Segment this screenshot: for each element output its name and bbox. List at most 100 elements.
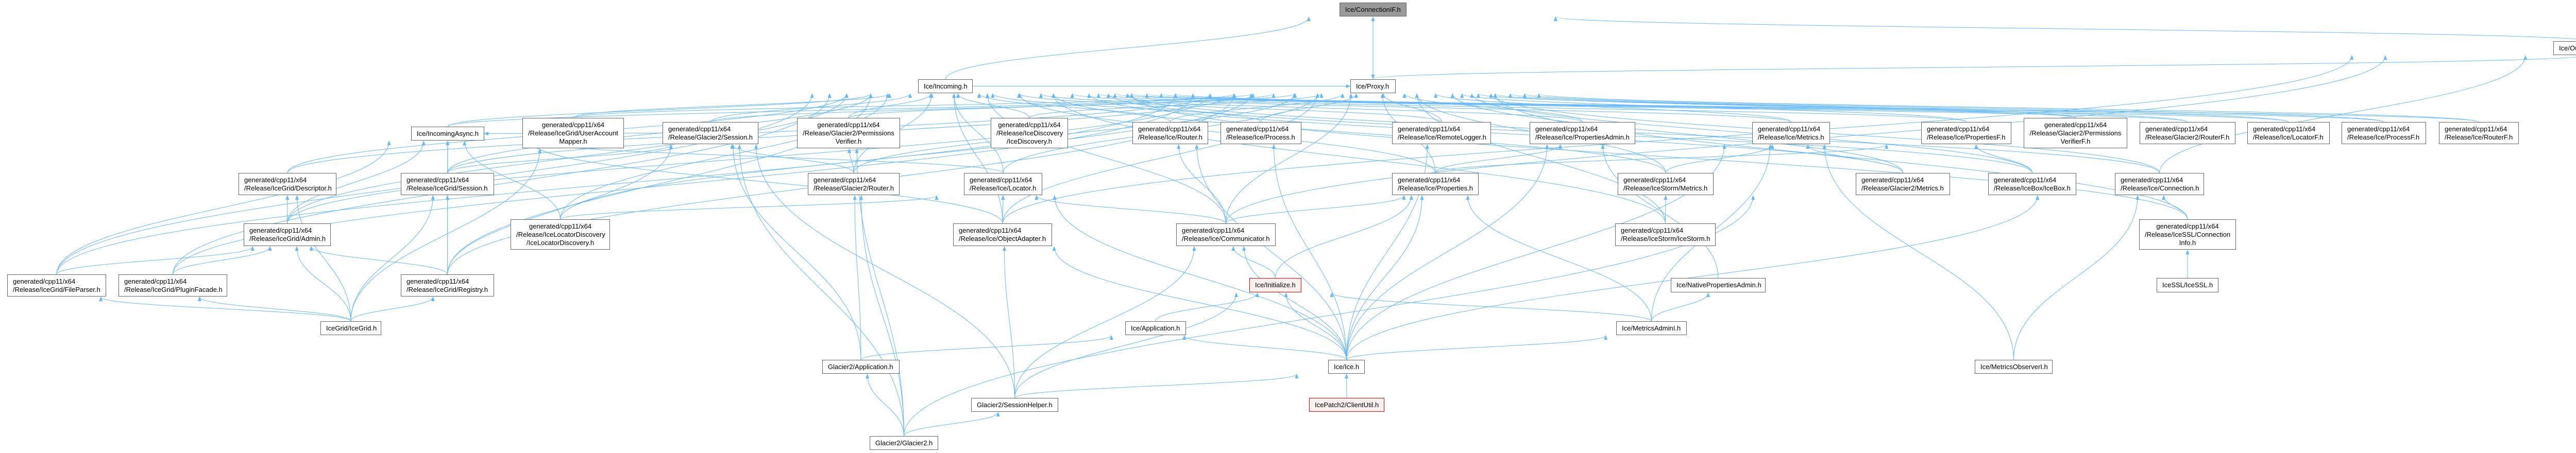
- node-label: Ice/IncomingAsync.h: [417, 129, 479, 137]
- graph-node-registry[interactable]: generated/cpp11/x64 /Release/IceGrid/Reg…: [401, 274, 494, 297]
- dependency-edge-glacier2_h-to-g2_permverifier: [855, 148, 904, 437]
- dependency-edge-locatorf-to-incoming: [1145, 93, 2289, 123]
- dependency-edge-ice_h-to-ice_process: [1272, 144, 1347, 360]
- graph-node-metricsadmini[interactable]: Ice/MetricsAdminI.h: [1616, 321, 1687, 335]
- graph-node-fileparser[interactable]: generated/cpp11/x64 /Release/IceGrid/Fil…: [7, 274, 106, 297]
- graph-node-ice-router[interactable]: generated/cpp11/x64 /Release/Ice/Router.…: [1132, 122, 1208, 144]
- dependency-edge-ice_application-to-initialize: [1155, 292, 1260, 322]
- node-label: generated/cpp11/x64 /Release/IceSSL/Conn…: [2145, 222, 2231, 247]
- node-label: Ice/OutgoingAsync.h: [2559, 44, 2576, 52]
- node-label: generated/cpp11/x64 /Release/IceGrid/Use…: [528, 120, 618, 145]
- node-label: generated/cpp11/x64 /Release/Glacier2/Pe…: [2029, 120, 2122, 145]
- graph-node-outgoingasync[interactable]: Ice/OutgoingAsync.h: [2553, 41, 2576, 55]
- dependency-edge-communicator-to-incoming: [986, 93, 1226, 224]
- graph-node-nativepropertiesadmin[interactable]: Ice/NativePropertiesAdmin.h: [1671, 278, 1766, 292]
- graph-node-g2-router[interactable]: generated/cpp11/x64 /Release/Glacier2/Ro…: [808, 173, 900, 195]
- node-label: Glacier2/Glacier2.h: [875, 439, 933, 447]
- dependency-edge-ice_properties-to-propertiesf: [1435, 144, 1889, 173]
- graph-node-g2-application[interactable]: Glacier2/Application.h: [822, 360, 900, 374]
- graph-node-g2-session[interactable]: generated/cpp11/x64 /Release/Glacier2/Se…: [663, 122, 758, 144]
- node-label: Glacier2/Application.h: [828, 362, 893, 371]
- graph-node-g2-metrics[interactable]: generated/cpp11/x64 /Release/Glacier2/Me…: [1856, 173, 1950, 195]
- dependency-edge-incoming-to-connectionif: [945, 16, 1311, 80]
- graph-node-connectioninfo[interactable]: generated/cpp11/x64 /Release/IceSSL/Conn…: [2139, 219, 2236, 250]
- graph-node-icegrid-h[interactable]: IceGrid/IceGrid.h: [320, 321, 381, 335]
- graph-node-icediscovery[interactable]: generated/cpp11/x64 /Release/IceDiscover…: [991, 118, 1068, 148]
- dependency-edge-connectioninfo-to-connection: [2162, 195, 2188, 220]
- graph-node-ice-application[interactable]: Ice/Application.h: [1125, 321, 1186, 335]
- dependency-edge-ice_locator-to-incoming: [952, 93, 1004, 173]
- node-label: Ice/MetricsObserverI.h: [1980, 362, 2048, 371]
- node-label: generated/cpp11/x64 /Release/Ice/Propert…: [1398, 176, 1473, 192]
- graph-node-ice-properties[interactable]: generated/cpp11/x64 /Release/Ice/Propert…: [1392, 173, 1479, 195]
- graph-node-remotelogger[interactable]: generated/cpp11/x64 /Release/Ice/RemoteL…: [1392, 122, 1491, 144]
- graph-node-icessl-h[interactable]: IceSSL/IceSSL.h: [2157, 278, 2218, 292]
- dependency-edge-outgoingasync-to-proxy: [1371, 57, 2576, 79]
- dependency-edge-ice_routerf-to-proxy: [1537, 93, 2479, 123]
- node-label: generated/cpp11/x64 /Release/IceLocatorD…: [516, 222, 605, 247]
- graph-node-clientutil[interactable]: IcePatch2/ClientUtil.h: [1309, 398, 1384, 412]
- dependency-edge-icegrid_h-to-registry: [350, 297, 435, 322]
- node-label: generated/cpp11/x64 /Release/Ice/Propert…: [1927, 125, 2006, 141]
- graph-node-connection[interactable]: generated/cpp11/x64 /Release/Ice/Connect…: [2115, 173, 2204, 195]
- node-label: generated/cpp11/x64 /Release/IceGrid/Des…: [244, 176, 332, 192]
- graph-node-ice-h[interactable]: Ice/Ice.h: [1328, 360, 1365, 374]
- graph-node-proxy[interactable]: Ice/Proxy.h: [1350, 79, 1396, 93]
- dependency-edge-initialize-to-ice_properties: [1275, 195, 1414, 278]
- dependency-edge-connectioninfo-to-incoming: [1130, 93, 2188, 220]
- graph-node-icestorm-h[interactable]: generated/cpp11/x64 /Release/IceStorm/Ic…: [1615, 223, 1716, 246]
- graph-node-initialize[interactable]: Ice/Initialize.h: [1249, 278, 1301, 292]
- dependency-edge-icestorm_metrics-to-incoming: [1052, 93, 1666, 173]
- node-label: Ice/NativePropertiesAdmin.h: [1676, 281, 1761, 289]
- graph-node-descriptor[interactable]: generated/cpp11/x64 /Release/IceGrid/Des…: [239, 173, 336, 195]
- graph-node-ice-metrics[interactable]: generated/cpp11/x64 /Release/Ice/Metrics…: [1752, 122, 1830, 144]
- graph-node-locatordiscovery[interactable]: generated/cpp11/x64 /Release/IceLocatorD…: [511, 219, 610, 250]
- graph-node-icestorm-metrics[interactable]: generated/cpp11/x64 /Release/IceStorm/Me…: [1618, 173, 1714, 195]
- graph-node-communicator[interactable]: generated/cpp11/x64 /Release/Ice/Communi…: [1176, 223, 1276, 246]
- dependency-edge-objectadapter-to-outgoingasync: [1002, 55, 2354, 224]
- graph-node-admin[interactable]: generated/cpp11/x64 /Release/IceGrid/Adm…: [244, 223, 331, 246]
- dependency-edge-icegrid_h-to-admin: [295, 246, 351, 322]
- dependency-edge-g2_router-to-proxy: [853, 93, 1297, 173]
- graph-node-icebox[interactable]: generated/cpp11/x64 /Release/IceBox/IceB…: [1988, 173, 2076, 195]
- node-label: Ice/Ice.h: [1334, 362, 1360, 371]
- node-label: generated/cpp11/x64 /Release/IceGrid/Ses…: [406, 176, 488, 192]
- graph-node-icegrid-session[interactable]: generated/cpp11/x64 /Release/IceGrid/Ses…: [401, 173, 494, 195]
- graph-node-pluginfacade[interactable]: generated/cpp11/x64 /Release/IceGrid/Plu…: [118, 274, 227, 297]
- node-label: generated/cpp11/x64 /Release/Glacier2/Me…: [1861, 176, 1944, 192]
- dependency-edge-fileparser-to-admin: [56, 246, 255, 275]
- node-label: generated/cpp11/x64 /Release/Ice/Locator…: [970, 176, 1037, 192]
- graph-node-locatorf[interactable]: generated/cpp11/x64 /Release/Ice/Locator…: [2247, 122, 2330, 144]
- graph-node-sessionhelper[interactable]: Glacier2/SessionHelper.h: [971, 398, 1058, 412]
- dependency-edge-sessionhelper-to-objectadapter: [1002, 246, 1015, 398]
- graph-node-propertiesadmin[interactable]: generated/cpp11/x64 /Release/Ice/Propert…: [1530, 122, 1635, 144]
- node-label: generated/cpp11/x64 /Release/IceGrid/Fil…: [13, 277, 100, 293]
- dependency-edge-metricsobserveri-to-ice_metrics: [1822, 144, 2014, 360]
- graph-node-useraccountmapper[interactable]: generated/cpp11/x64 /Release/IceGrid/Use…: [522, 118, 624, 148]
- graph-node-ice-routerf[interactable]: generated/cpp11/x64 /Release/Ice/RouterF…: [2439, 122, 2519, 144]
- graph-node-propertiesf[interactable]: generated/cpp11/x64 /Release/Ice/Propert…: [1921, 122, 2011, 144]
- graph-node-g2-permverifier[interactable]: generated/cpp11/x64 /Release/Glacier2/Pe…: [797, 118, 900, 148]
- graph-node-glacier2-h[interactable]: Glacier2/Glacier2.h: [870, 436, 938, 450]
- node-label: Ice/MetricsAdminI.h: [1622, 324, 1681, 332]
- dependency-edge-ice_h-to-metricsadmini: [1346, 335, 1608, 360]
- graph-node-metricsobserveri[interactable]: Ice/MetricsObserverI.h: [1975, 360, 2053, 374]
- graph-node-objectadapter[interactable]: generated/cpp11/x64 /Release/Ice/ObjectA…: [953, 223, 1052, 246]
- dependency-edge-ice_properties-to-propertiesadmin: [1435, 144, 1563, 173]
- graph-node-g2-routerf[interactable]: generated/cpp11/x64 /Release/Glacier2/Ro…: [2140, 122, 2235, 144]
- graph-node-permverifierf[interactable]: generated/cpp11/x64 /Release/Glacier2/Pe…: [2024, 118, 2127, 148]
- dependency-edge-glacier2_h-to-sessionhelper: [904, 412, 1000, 437]
- graph-node-ice-locator[interactable]: generated/cpp11/x64 /Release/Ice/Locator…: [964, 173, 1042, 195]
- dependency-edge-fileparser-to-proxy: [56, 93, 1178, 275]
- dependency-edge-incomingasync-to-incoming: [447, 93, 873, 127]
- dependency-edge-icegrid_h-to-fileparser: [99, 297, 351, 322]
- dependency-edge-pluginfacade-to-admin: [173, 246, 272, 275]
- dependency-edge-g2_permverifier-to-proxy: [848, 93, 1296, 118]
- node-label: Ice/ConnectionIF.h: [1345, 5, 1401, 13]
- graph-node-incoming[interactable]: Ice/Incoming.h: [918, 79, 973, 93]
- dependency-edge-sessionhelper-to-initialize: [1014, 292, 1239, 398]
- graph-node-processf[interactable]: generated/cpp11/x64 /Release/Ice/Process…: [2342, 122, 2426, 144]
- dependency-edge-pluginfacade-to-proxy: [173, 93, 1195, 275]
- graph-node-incomingasync[interactable]: Ice/IncomingAsync.h: [411, 127, 484, 141]
- graph-node-ice-process[interactable]: generated/cpp11/x64 /Release/Ice/Process…: [1221, 122, 1301, 144]
